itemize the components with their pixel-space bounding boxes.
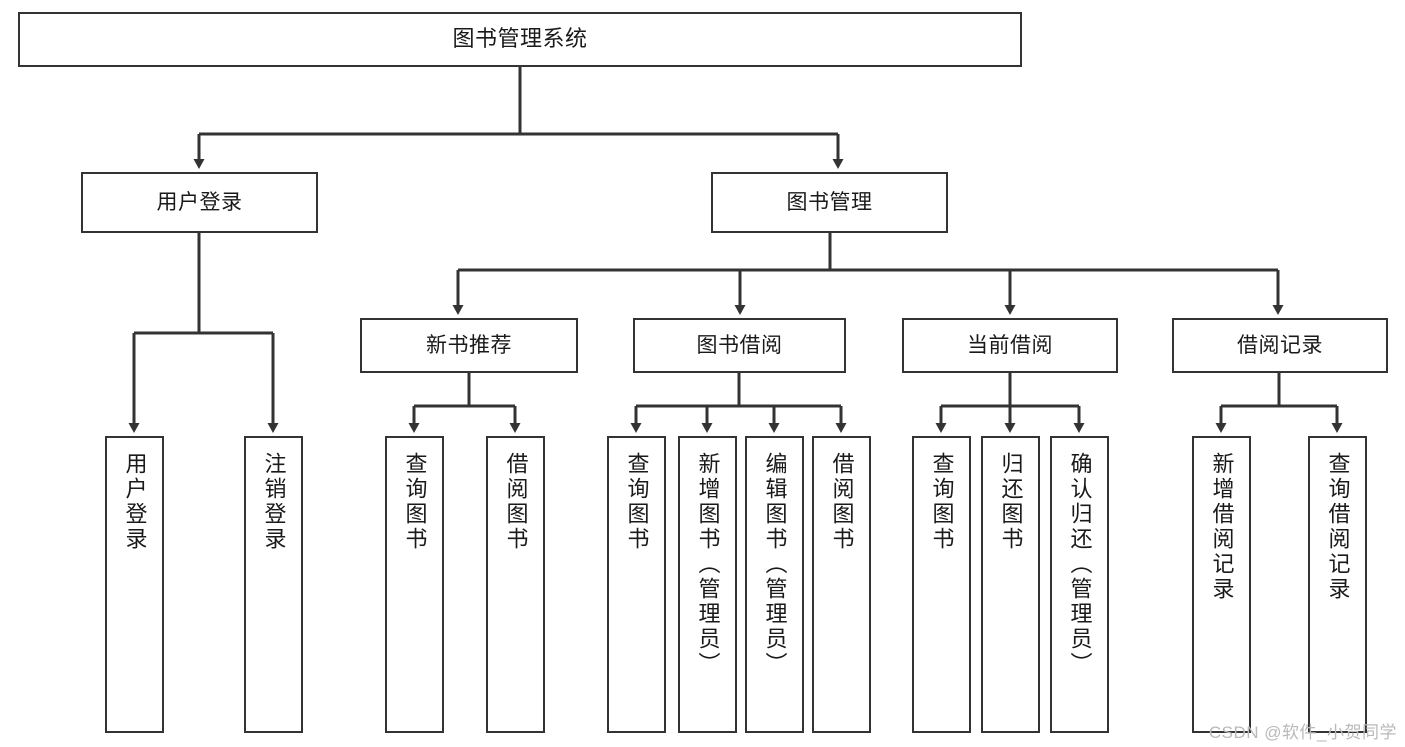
node-label: 查询图书 — [402, 452, 428, 552]
node-label: 新书推荐 — [426, 333, 512, 357]
node-label: 查询图书 — [624, 452, 650, 552]
node-label: 图书管理 — [786, 190, 873, 214]
node-label: 借阅记录 — [1237, 333, 1323, 357]
node-label: 新增图书（管理员） — [695, 452, 721, 677]
node-label: 用户登录 — [156, 190, 243, 214]
node-label: 归还图书 — [998, 452, 1024, 552]
node-user-login[interactable]: 用户登录 — [81, 172, 318, 233]
node-leaf-confirm-return-admin[interactable]: 确认归还（管理员） — [1050, 436, 1109, 733]
node-leaf-edit-book-admin[interactable]: 编辑图书（管理员） — [745, 436, 804, 733]
node-label: 查询借阅记录 — [1325, 452, 1351, 602]
node-label: 用户登录 — [122, 452, 148, 552]
node-leaf-logout-login[interactable]: 注销登录 — [244, 436, 303, 733]
node-label: 查询图书 — [929, 452, 955, 552]
node-label: 确认归还（管理员） — [1067, 452, 1093, 677]
watermark: CSDN @软件_小贺同学 — [1208, 723, 1397, 742]
node-leaf-user-login[interactable]: 用户登录 — [105, 436, 164, 733]
node-borrowing-record[interactable]: 借阅记录 — [1172, 318, 1388, 373]
node-leaf-query-borrow-record[interactable]: 查询借阅记录 — [1308, 436, 1367, 733]
node-book-borrowing[interactable]: 图书借阅 — [633, 318, 846, 373]
node-label: 图书管理系统 — [452, 26, 588, 52]
node-leaf-add-borrow-record[interactable]: 新增借阅记录 — [1192, 436, 1251, 733]
node-leaf-add-book-admin[interactable]: 新增图书（管理员） — [678, 436, 737, 733]
node-leaf-query-book-current[interactable]: 查询图书 — [912, 436, 971, 733]
node-root-book-management-system[interactable]: 图书管理系统 — [18, 12, 1022, 67]
node-current-borrowing[interactable]: 当前借阅 — [902, 318, 1118, 373]
node-leaf-query-book-borrow[interactable]: 查询图书 — [607, 436, 666, 733]
node-leaf-borrow-book-new-rec[interactable]: 借阅图书 — [486, 436, 545, 733]
node-new-book-recommendation[interactable]: 新书推荐 — [360, 318, 578, 373]
node-book-management[interactable]: 图书管理 — [711, 172, 948, 233]
node-label: 借阅图书 — [829, 452, 855, 552]
node-label: 当前借阅 — [967, 333, 1053, 357]
node-label: 图书借阅 — [696, 333, 783, 357]
node-label: 注销登录 — [261, 452, 287, 552]
node-leaf-borrow-book[interactable]: 借阅图书 — [812, 436, 871, 733]
node-leaf-return-book[interactable]: 归还图书 — [981, 436, 1040, 733]
node-leaf-query-book-new-rec[interactable]: 查询图书 — [385, 436, 444, 733]
node-label: 编辑图书（管理员） — [762, 452, 788, 677]
node-label: 新增借阅记录 — [1209, 452, 1235, 602]
node-label: 借阅图书 — [503, 452, 529, 552]
